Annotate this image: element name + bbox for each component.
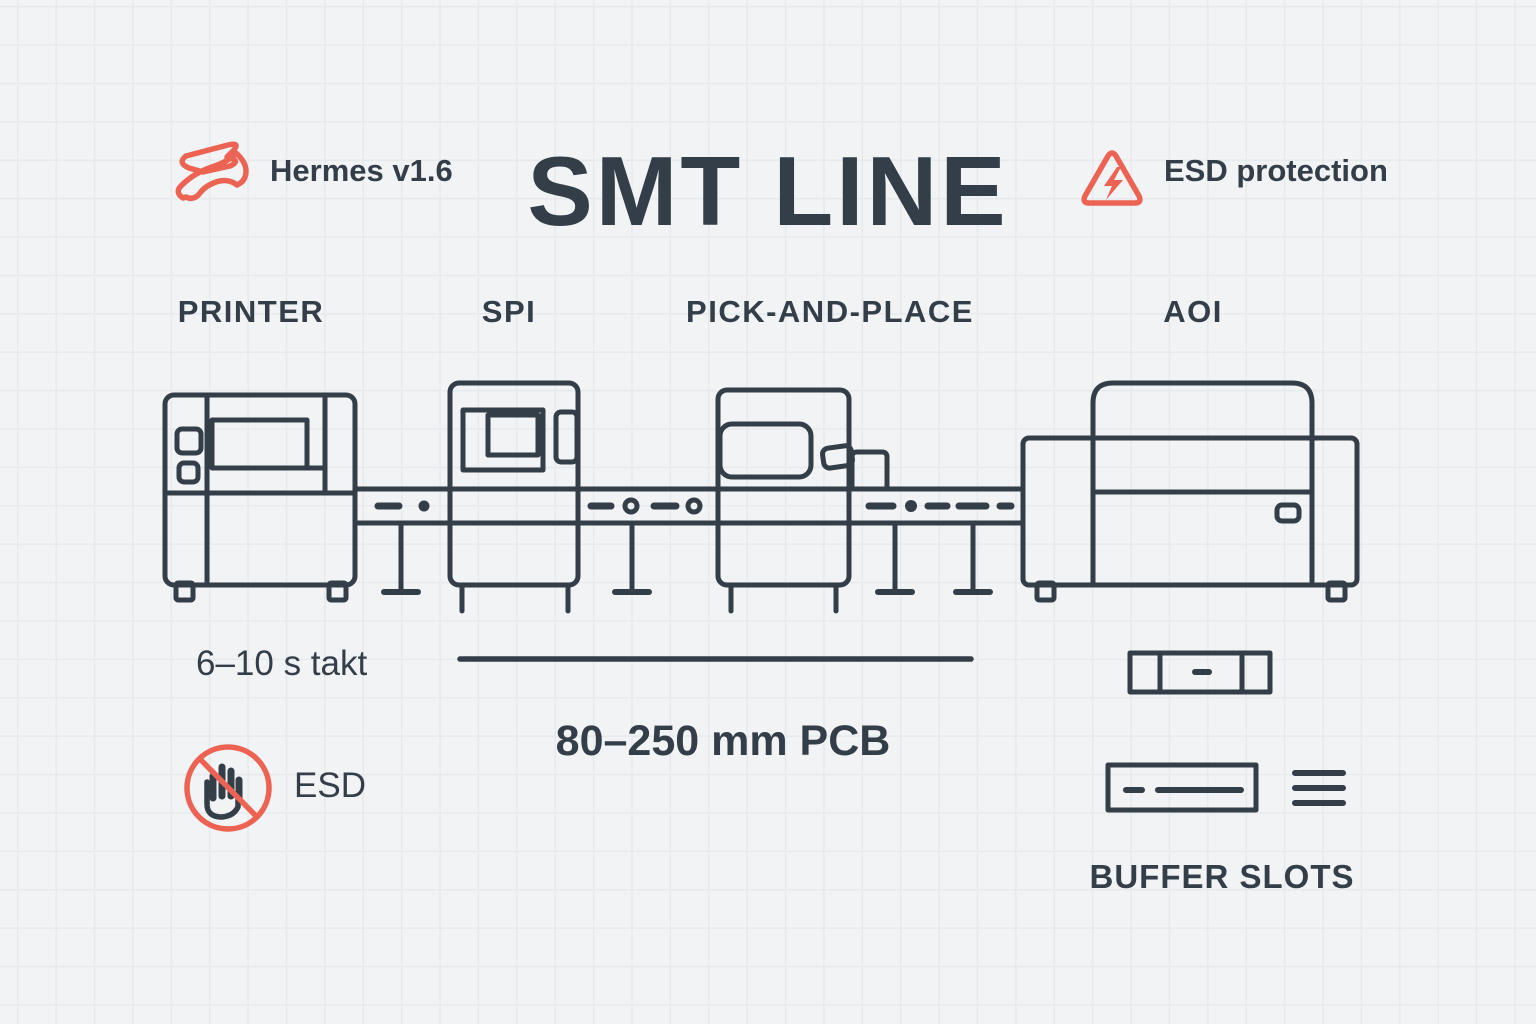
buffer-slots-label: BUFFER SLOTS <box>1089 858 1355 895</box>
esd-warning-triangle-icon <box>1081 150 1143 206</box>
aoi-machine-drawing <box>1020 380 1360 603</box>
pcb-size-label: 80–250 mm PCB <box>555 717 891 765</box>
esd-protection-label: ESD protection <box>1164 153 1388 188</box>
station-label-spi: SPI <box>481 294 537 329</box>
station-label-aoi: AOI <box>1163 294 1223 329</box>
spi-machine-drawing <box>447 380 581 614</box>
printer-machine-drawing <box>162 392 358 603</box>
station-label-printer: PRINTER <box>177 294 325 329</box>
conveyor-drawing <box>352 486 1026 595</box>
buffer-magazine-icon <box>1105 762 1259 813</box>
esd-label: ESD <box>294 766 366 805</box>
buffer-slot-rail-icon <box>1127 650 1273 695</box>
hermes-version-label: Hermes v1.6 <box>270 153 453 188</box>
pick-and-place-machine-drawing <box>715 387 890 614</box>
stacked-slots-icon <box>1292 770 1346 806</box>
station-label-pick-and-place: PICK-AND-PLACE <box>686 294 974 329</box>
no-touch-esd-icon <box>184 744 272 832</box>
hermes-logo-icon <box>175 141 249 202</box>
page-title: SMT LINE <box>527 135 1009 246</box>
takt-time-label: 6–10 s takt <box>196 644 368 683</box>
